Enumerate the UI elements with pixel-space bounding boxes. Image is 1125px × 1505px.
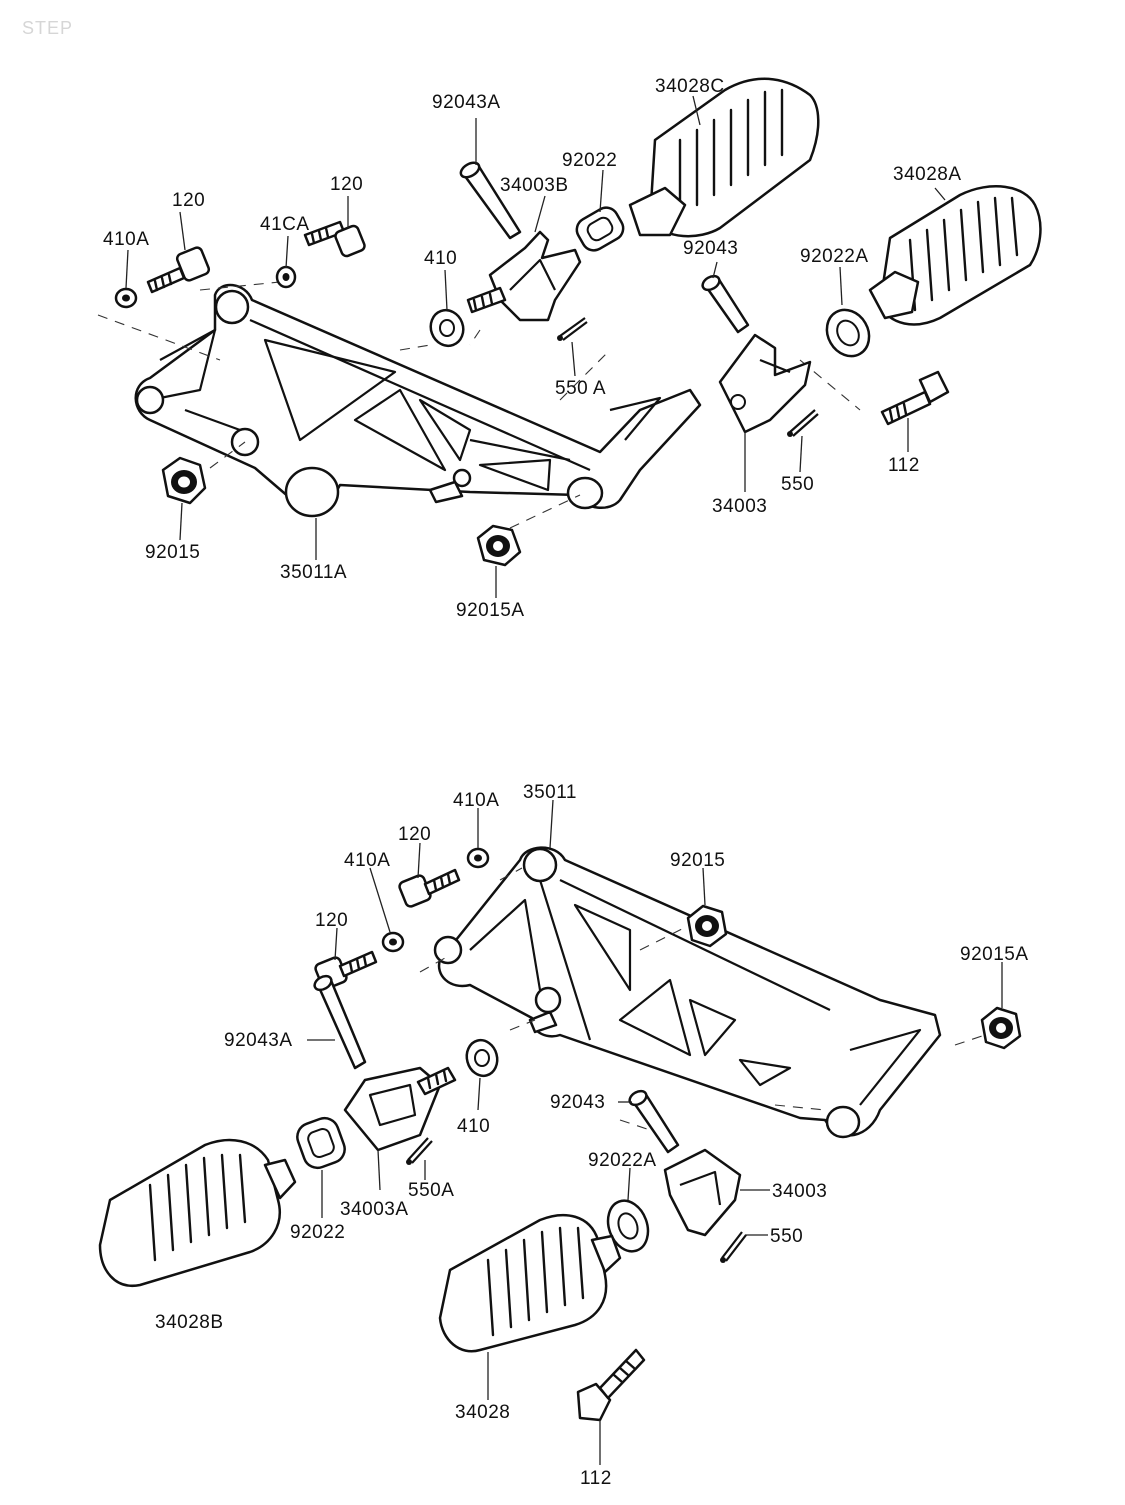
label-bottom-92015: 92015	[670, 850, 725, 871]
label-bottom-120-lower: 120	[315, 910, 348, 931]
bottom-nut-92015	[686, 904, 728, 948]
label-bottom-34028B: 34028B	[155, 1312, 224, 1333]
label-bottom-34003: 34003	[772, 1181, 827, 1202]
label-bottom-92043: 92043	[550, 1092, 605, 1113]
label-bottom-92022: 92022	[290, 1222, 345, 1243]
label-top-92022A: 92022A	[800, 246, 869, 267]
bottom-washer-410A-lower	[381, 931, 405, 953]
bottom-footpeg-34028	[438, 1213, 622, 1353]
bottom-washer-410A-upper	[466, 847, 490, 869]
label-top-92043A: 92043A	[432, 92, 501, 113]
label-top-41CA: 41CA	[260, 214, 310, 235]
label-top-410A: 410A	[103, 229, 149, 250]
top-holder-34003	[718, 333, 812, 434]
top-washer-41CA	[275, 265, 297, 289]
label-bottom-410: 410	[457, 1116, 490, 1137]
top-washer-92022	[575, 206, 625, 252]
top-assembly: 92043A 34028C 92022 34003B 120 120 410A …	[97, 76, 1042, 621]
top-washer-410A	[114, 287, 138, 309]
label-top-92015A: 92015A	[456, 600, 525, 621]
bottom-holder-34003A	[343, 1066, 457, 1152]
bottom-pin-92043A	[313, 974, 367, 1070]
label-top-550A: 550 A	[555, 378, 606, 399]
label-top-120-right: 120	[330, 174, 363, 195]
bottom-assembly: 410A 35011 120 410A 92015 120 92015A 920…	[98, 782, 1029, 1489]
bottom-nut-92015A	[980, 1006, 1022, 1050]
top-footpeg-34028A	[868, 185, 1042, 326]
bottom-cotter-pin-550	[720, 1231, 747, 1263]
top-cotter-pin-550	[787, 409, 819, 437]
label-bottom-410A-lower: 410A	[344, 850, 390, 871]
label-top-120-left: 120	[172, 190, 205, 211]
label-top-34028C: 34028C	[655, 76, 725, 97]
label-top-550: 550	[781, 474, 814, 495]
label-bottom-35011: 35011	[523, 782, 577, 803]
top-cotter-pin-550A	[557, 317, 588, 341]
bottom-washer-410	[465, 1038, 499, 1078]
label-top-410: 410	[424, 248, 457, 269]
top-pin-92043A	[459, 161, 522, 240]
bottom-bolt-120-upper	[398, 868, 461, 908]
bottom-cotter-pin-550A	[406, 1137, 433, 1165]
label-top-35011A: 35011A	[280, 562, 347, 583]
top-nut-92015A	[476, 524, 522, 567]
bottom-washer-92022A	[606, 1199, 650, 1253]
top-footpeg-34028C	[628, 77, 820, 238]
label-top-92015: 92015	[145, 542, 200, 563]
label-bottom-92022A: 92022A	[588, 1150, 657, 1171]
bottom-bolt-112	[576, 1348, 646, 1422]
bottom-washer-92022	[296, 1116, 346, 1170]
top-bolt-112	[880, 370, 950, 426]
bottom-footpeg-34028B	[98, 1138, 297, 1288]
label-bottom-34028: 34028	[455, 1402, 510, 1423]
corner-header-text: STEP	[22, 18, 73, 38]
label-top-34003B: 34003B	[500, 175, 569, 196]
label-top-34003: 34003	[712, 496, 767, 517]
label-bottom-550: 550	[770, 1226, 803, 1247]
label-top-92043: 92043	[683, 238, 738, 259]
bottom-pin-92043	[628, 1089, 680, 1154]
top-bracket-35011A	[134, 283, 702, 518]
top-washer-410	[429, 308, 465, 348]
bottom-bracket-35011	[433, 846, 942, 1139]
top-washer-92022A	[825, 308, 871, 358]
top-bolt-120-left	[146, 246, 211, 294]
bottom-holder-34003	[663, 1148, 742, 1237]
top-bolt-120-right	[303, 220, 366, 258]
label-bottom-120-upper: 120	[398, 824, 431, 845]
label-bottom-410A-upper: 410A	[453, 790, 499, 811]
label-top-34028A: 34028A	[893, 164, 962, 185]
top-pin-92043	[701, 274, 750, 334]
label-top-112: 112	[888, 455, 920, 476]
label-bottom-92043A: 92043A	[224, 1030, 293, 1051]
top-holder-34003B	[466, 230, 582, 322]
label-bottom-550A: 550A	[408, 1180, 454, 1201]
label-bottom-112: 112	[580, 1468, 612, 1489]
label-bottom-92015A: 92015A	[960, 944, 1029, 965]
label-top-92022: 92022	[562, 150, 617, 171]
label-bottom-34003A: 34003A	[340, 1199, 409, 1220]
top-nut-92015	[161, 456, 207, 505]
